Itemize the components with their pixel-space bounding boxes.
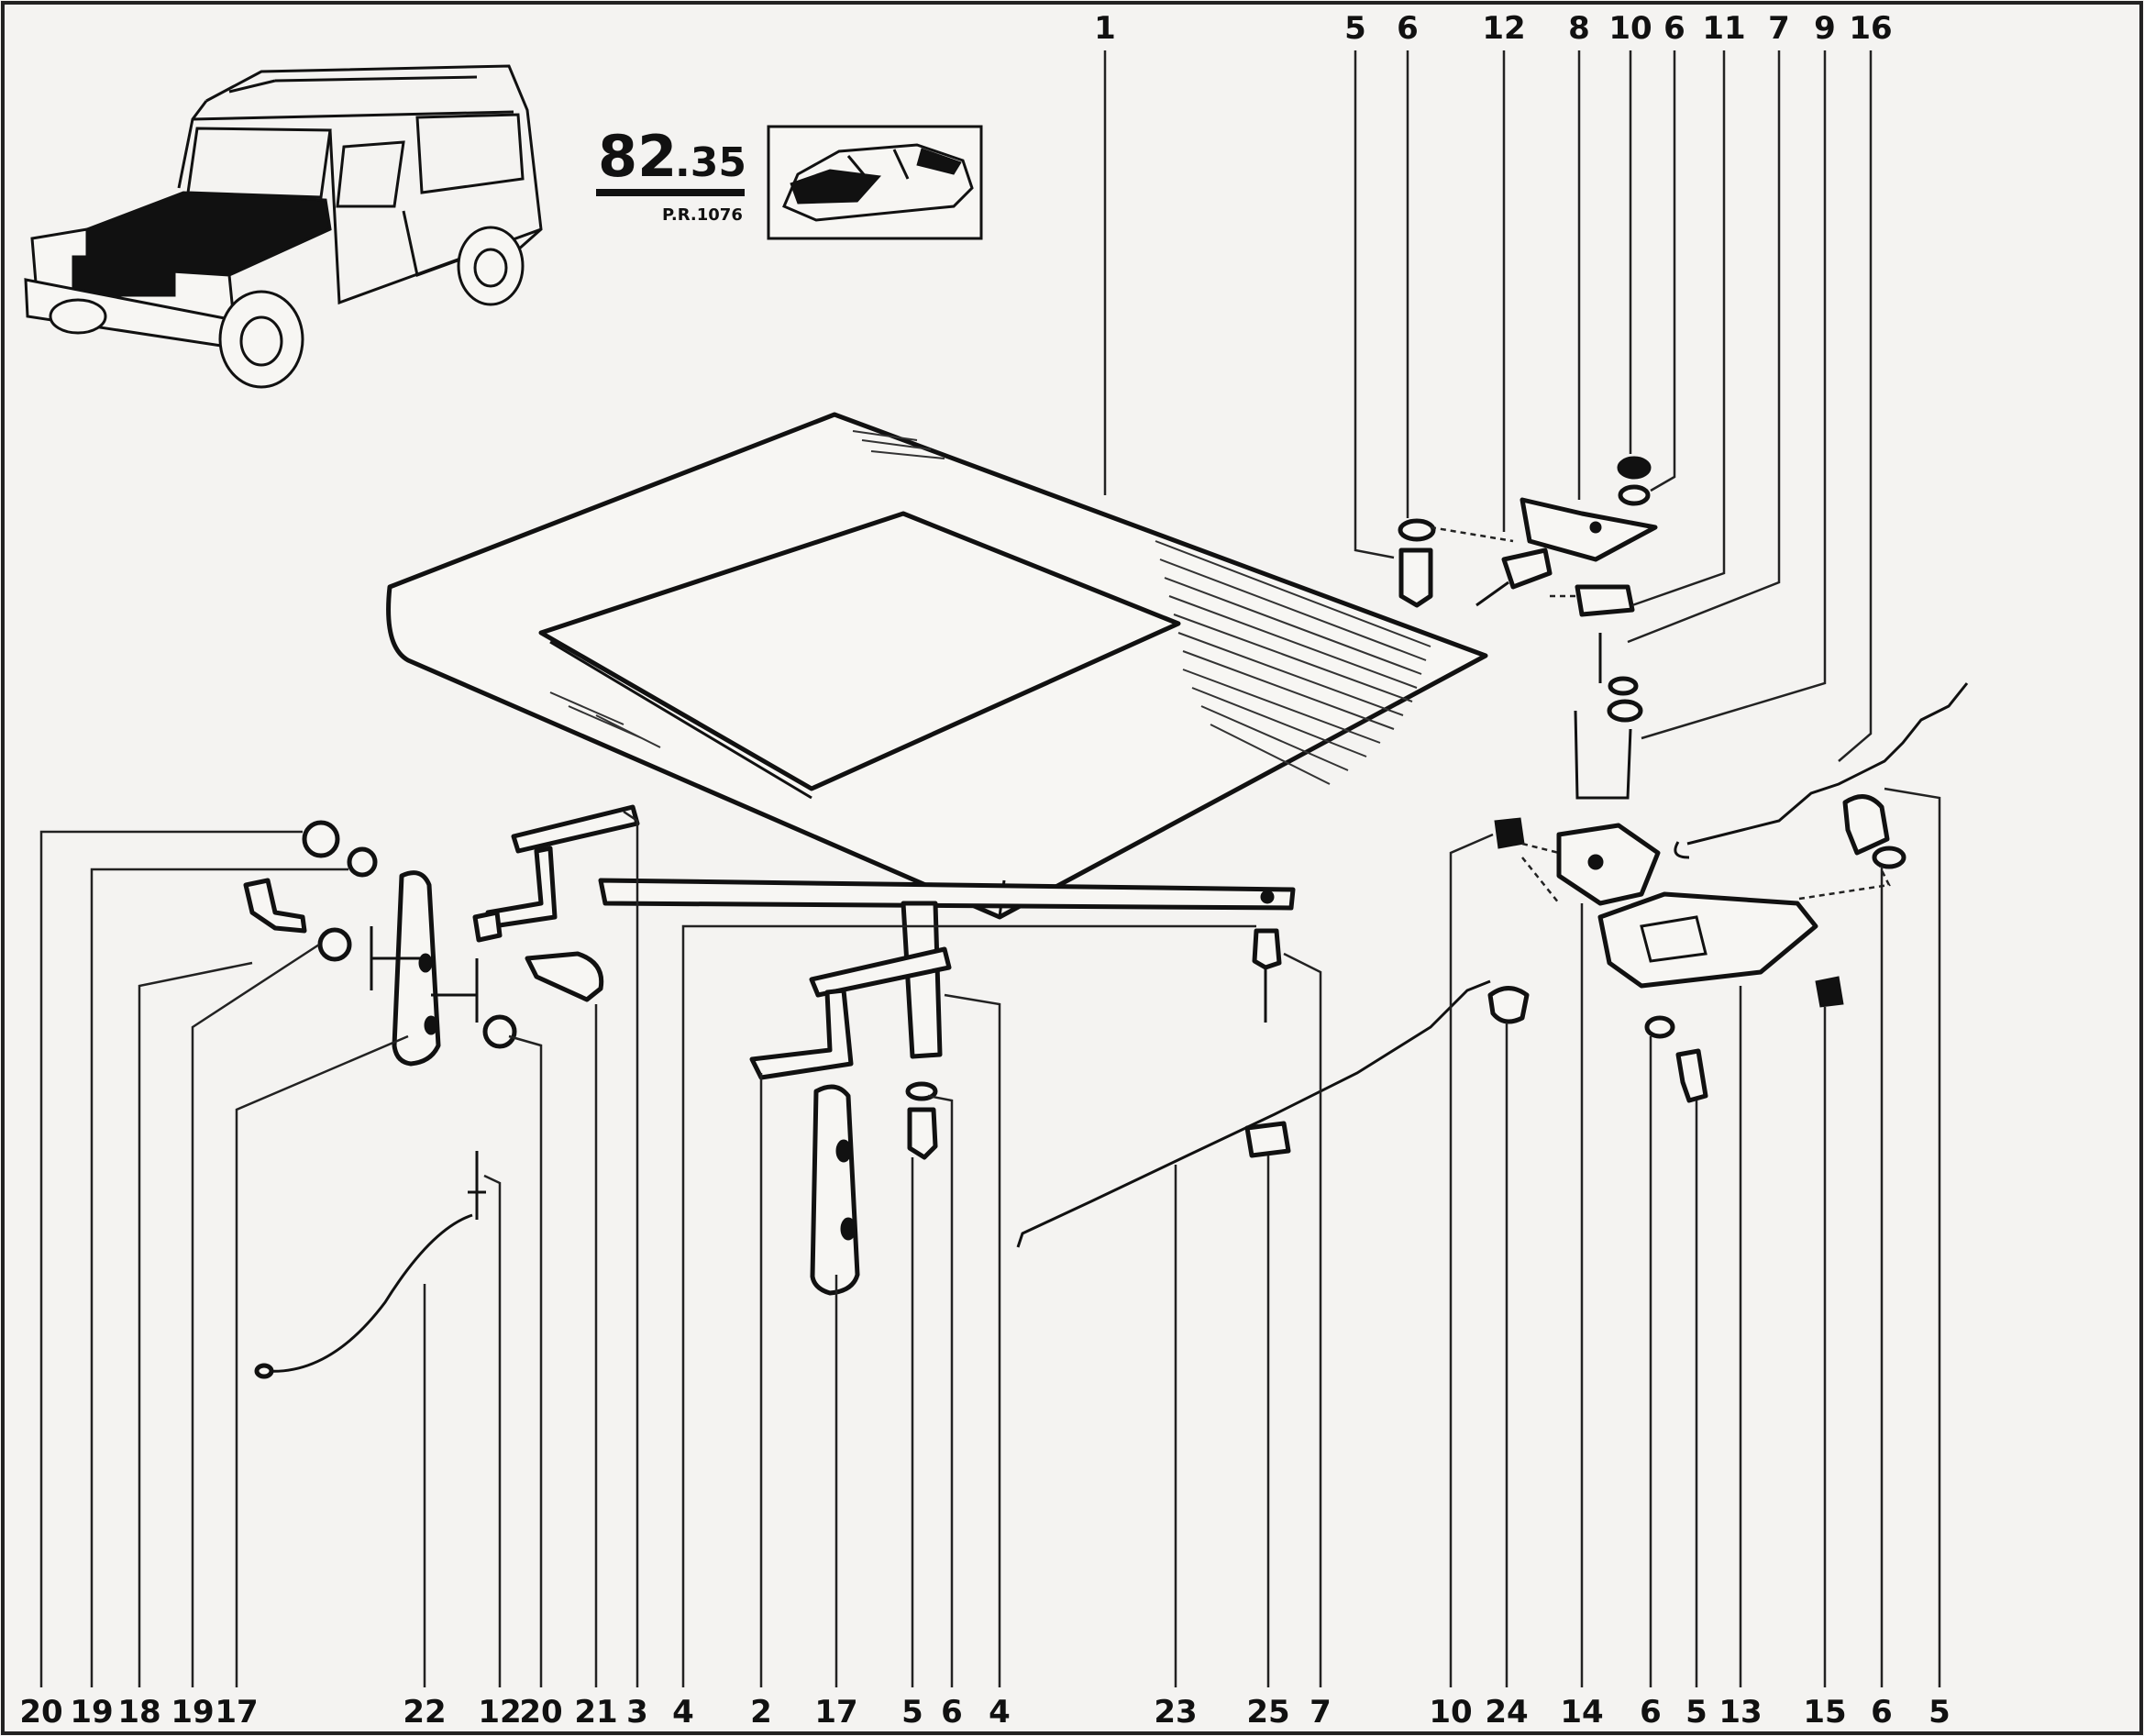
callout-23: 23 [1154,1694,1197,1730]
leader-lines [39,50,1941,1687]
reference-underline [596,189,745,196]
callout-19: 19 [171,1694,214,1730]
callout-25: 25 [1246,1694,1289,1730]
callout-12: 12 [1482,10,1525,47]
callout-12: 12 [478,1694,521,1730]
callout-10: 10 [1608,10,1652,47]
callout-5: 5 [1344,10,1366,47]
left-hinge-assembly [243,804,640,1067]
callout-24: 24 [1485,1694,1528,1730]
page-number: 82 [598,123,677,190]
callout-6: 6 [941,1694,963,1730]
callout-15: 15 [1803,1694,1846,1730]
callout-7: 7 [1310,1694,1332,1730]
callout-21: 21 [574,1694,617,1730]
top-callouts: 1 5 6 12 8 10 6 11 7 9 16 [1094,10,1893,47]
callout-3: 3 [626,1694,648,1730]
callout-6: 6 [1640,1694,1662,1730]
vehicle-illustration-icon [24,64,543,389]
centre-hinge-assembly [598,878,1296,1296]
callout-17: 17 [814,1694,857,1730]
bottom-callouts: 20 19 18 19 17 22 12 20 21 3 4 2 17 5 6 … [19,1694,1951,1730]
plate-code: P.R.1076 [662,205,743,225]
release-cable [254,1151,486,1379]
callout-5: 5 [1685,1694,1707,1730]
callout-7: 7 [1768,10,1790,47]
callout-6: 6 [1871,1694,1893,1730]
car-body-location-icon [767,125,983,240]
callout-18: 18 [117,1694,160,1730]
page-suffix: .35 [675,139,746,186]
callout-19: 19 [70,1694,113,1730]
callout-16: 16 [1849,10,1892,47]
callout-9: 9 [1814,10,1836,47]
callout-20: 20 [519,1694,562,1730]
callout-2: 2 [750,1694,772,1730]
callout-4: 4 [989,1694,1011,1730]
callout-1: 1 [1094,10,1116,47]
callout-20: 20 [19,1694,62,1730]
callout-13: 13 [1719,1694,1762,1730]
callout-6: 6 [1663,10,1685,47]
callout-5: 5 [1928,1694,1951,1730]
callout-11: 11 [1702,10,1745,47]
callout-4: 4 [672,1694,694,1730]
callout-5: 5 [901,1694,923,1730]
callout-17: 17 [215,1694,258,1730]
latch-assembly [1016,456,1969,1248]
callout-10: 10 [1429,1694,1472,1730]
reference-block: 82 .35 P.R.1076 [596,123,746,225]
callout-22: 22 [403,1694,446,1730]
callout-6: 6 [1397,10,1419,47]
callout-8: 8 [1568,10,1590,47]
callout-14: 14 [1560,1694,1603,1730]
